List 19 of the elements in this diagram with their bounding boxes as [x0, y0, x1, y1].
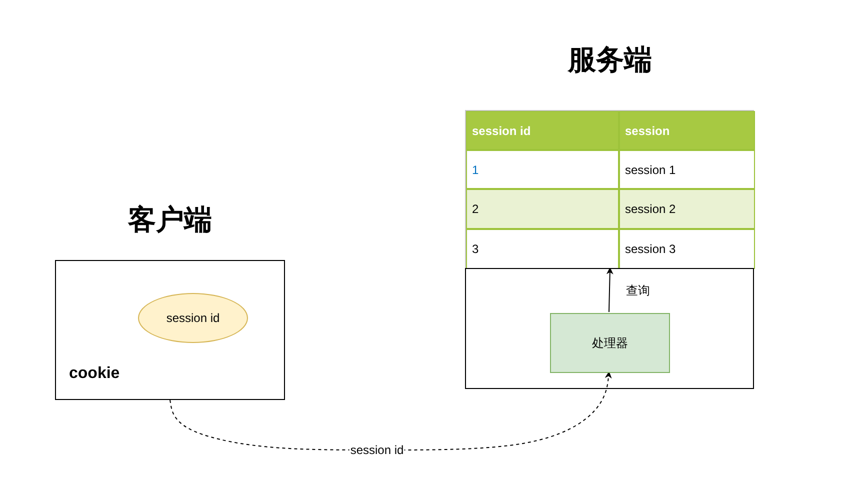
cookie-label: cookie	[69, 365, 120, 383]
session-id-ellipse: session id	[138, 293, 248, 343]
session-table	[465, 110, 754, 268]
client-heading: 客户端	[128, 203, 212, 237]
edge-label: session id	[349, 443, 405, 457]
table-cell: session 3	[619, 229, 755, 269]
table-cell: 2	[466, 189, 619, 229]
server-heading: 服务端	[568, 43, 652, 77]
arrow	[606, 267, 614, 312]
table-header-cell: session	[619, 111, 755, 150]
table-cell: 1	[466, 150, 619, 189]
table-cell: session 1	[619, 150, 755, 189]
table-header-cell: session id	[466, 111, 619, 150]
server-box	[465, 268, 754, 389]
processor-box: 处理器	[550, 313, 670, 373]
client-box	[55, 260, 285, 400]
arrow	[170, 371, 612, 450]
table-cell: 3	[466, 229, 619, 269]
table-cell: session 2	[619, 189, 755, 229]
